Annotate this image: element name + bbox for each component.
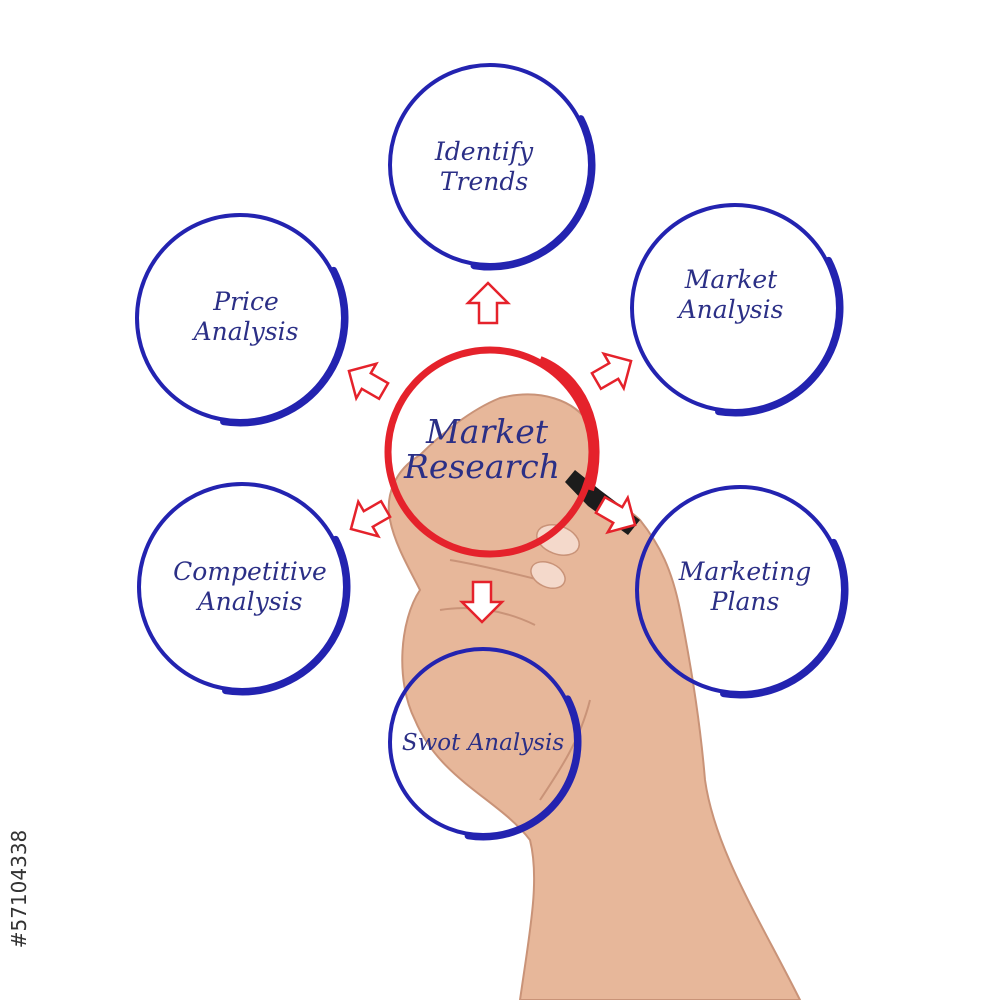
arrow-to-identify-trends	[464, 281, 512, 325]
circle-accent-price-analysis	[220, 266, 349, 427]
circle-accent-swot-analysis	[464, 695, 582, 841]
circle-accent-identify-trends	[470, 115, 596, 271]
label-identify-trends-line1: Identify	[434, 137, 534, 166]
label-competitive-analysis-line1: Competitive	[173, 557, 327, 586]
label-market-analysis-line1: Market	[684, 265, 778, 294]
circle-accent-marketing-plans	[720, 538, 849, 699]
arrow-to-market-analysis	[590, 351, 633, 392]
center-label-line1: Market	[425, 412, 549, 451]
node-circles	[135, 63, 849, 841]
node-labels: IdentifyTrendsMarketAnalysisMarketingPla…	[173, 137, 811, 756]
arrow-to-competitive-analysis	[349, 498, 392, 539]
circle-accent-competitive-analysis	[222, 535, 351, 696]
label-competitive-analysis-line2: Analysis	[196, 587, 303, 616]
label-marketing-plans-line1: Marketing	[678, 557, 812, 586]
stock-id-text: #57104338	[7, 830, 31, 949]
label-market-analysis-line2: Analysis	[677, 295, 784, 324]
stock-id-watermark: #57104338	[7, 830, 31, 949]
label-identify-trends-line2: Trends	[440, 167, 528, 196]
label-price-analysis-line1: Price	[212, 287, 279, 316]
center-circle-accent	[538, 356, 600, 492]
label-price-analysis-line2: Analysis	[192, 317, 299, 346]
label-swot-analysis-line1: Swot Analysis	[402, 730, 564, 756]
connector-arrows	[347, 281, 637, 624]
arrow-to-marketing-plans	[594, 494, 637, 535]
label-marketing-plans-line2: Plans	[710, 587, 780, 616]
circle-accent-market-analysis	[715, 256, 844, 417]
arrow-to-swot-analysis	[458, 580, 506, 624]
arrow-to-price-analysis	[347, 361, 390, 402]
center-label-line2: Research	[403, 447, 560, 486]
